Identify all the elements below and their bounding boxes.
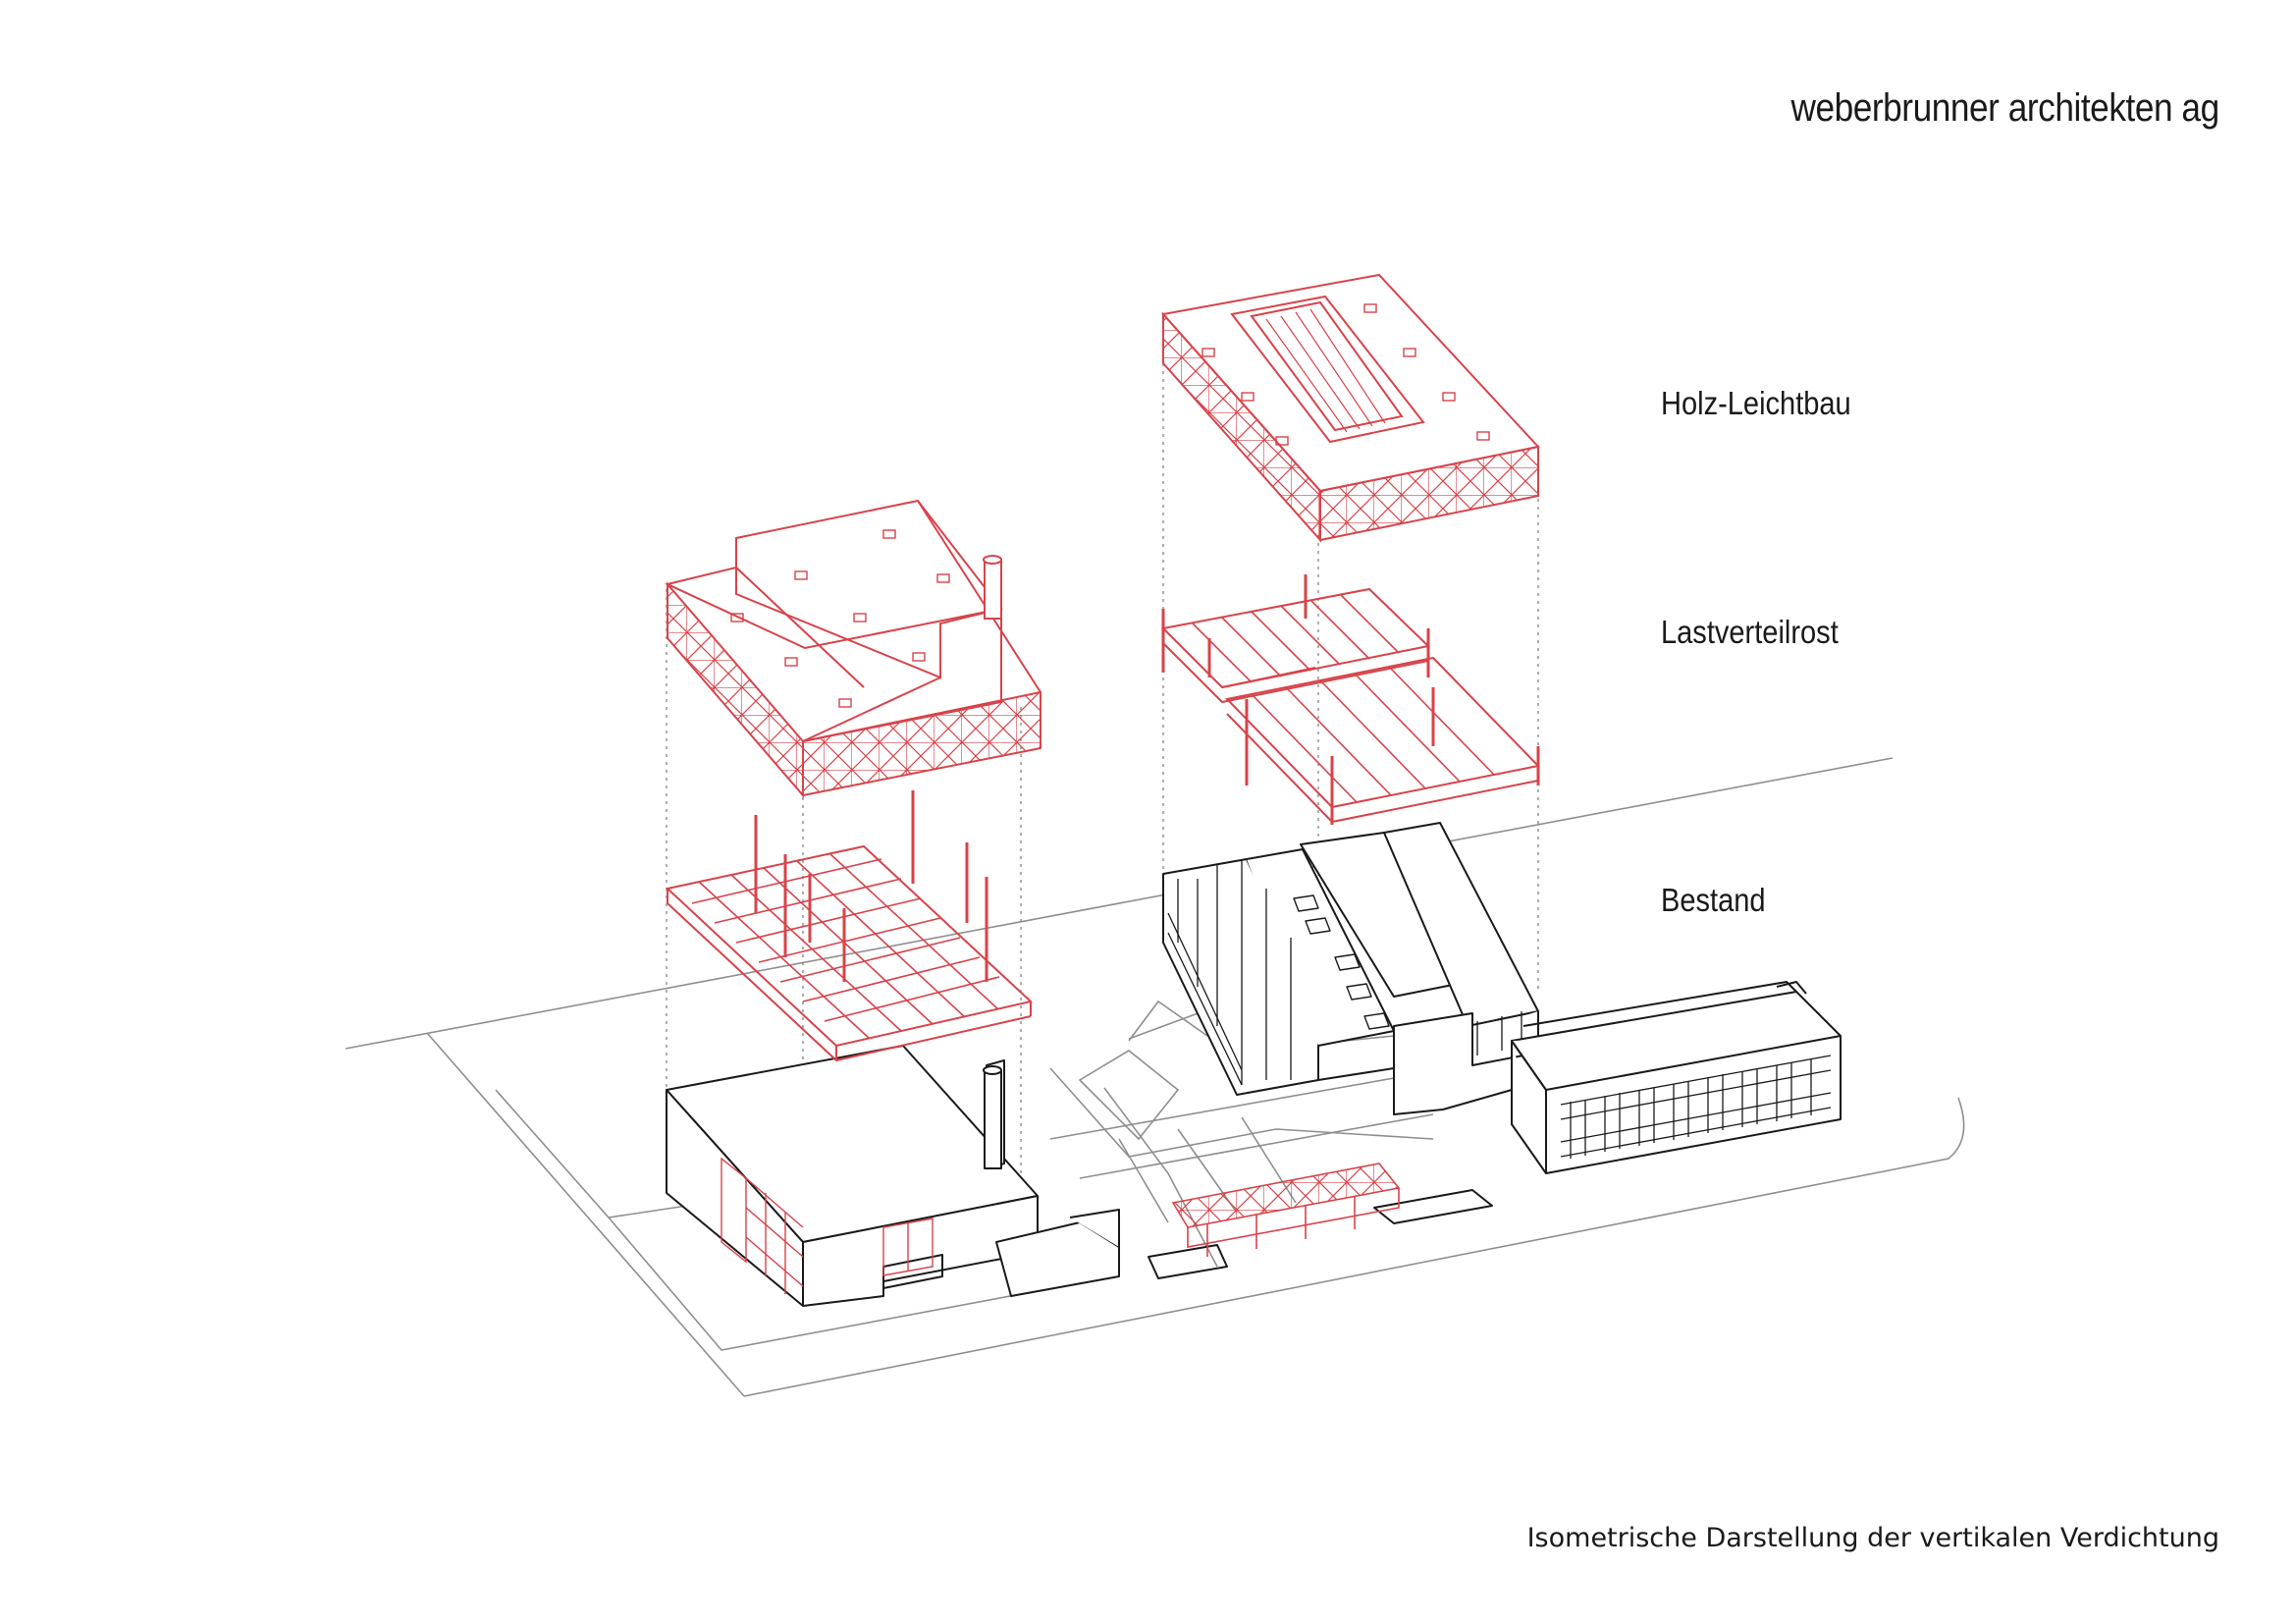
label-load-distribution-grid: Lastverteilrost [1661, 614, 1839, 650]
label-existing: Bestand [1661, 882, 1766, 918]
load-grid-right [1160, 574, 1540, 825]
existing-accent-red [721, 1157, 934, 1294]
timber-volume-right [1161, 273, 1540, 543]
label-timber-construction: Holz-Leichtbau [1661, 385, 1851, 421]
load-grid-left [665, 790, 1034, 1062]
existing-buildings [666, 822, 1842, 1307]
courtyard-canopy [1171, 1163, 1401, 1257]
drawing-caption: Isometrische Darstellung der vertikalen … [1526, 1523, 2219, 1553]
site-plan [345, 757, 1965, 1397]
firm-name: weberbrunner architekten ag [1790, 86, 2220, 130]
timber-volume-left [664, 499, 1041, 798]
